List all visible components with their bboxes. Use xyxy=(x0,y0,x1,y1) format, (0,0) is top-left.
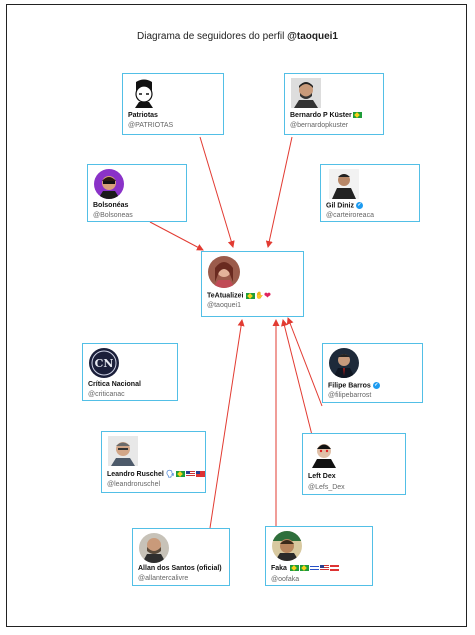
verified-badge-icon: ✓ xyxy=(372,382,380,389)
brazil-flag-icon xyxy=(289,565,299,572)
diagram-title: Diagrama de seguidores do perfil @taoque… xyxy=(0,31,475,42)
avatar-diniz xyxy=(329,169,359,199)
name-barros-text: Filipe Barros xyxy=(328,382,371,390)
card-ruschel[interactable]: Leandro Ruschel 🗣 @leandroruschel xyxy=(101,431,206,493)
brazil-flag-icon xyxy=(175,471,185,477)
handle-barros: @filipebarrost xyxy=(328,392,372,399)
arrow-allan xyxy=(209,319,245,529)
name-kuster: Bernardo P Küster xyxy=(290,112,362,119)
card-barros[interactable]: Filipe Barros✓ @filipebarrost xyxy=(322,343,423,403)
name-patriotas: Patriotas xyxy=(128,112,158,119)
card-allan[interactable]: Allan dos Santos (oficial) @allantercali… xyxy=(132,528,230,586)
name-barros: Filipe Barros✓ xyxy=(328,382,380,389)
handle-teatualizei: @taoquei1 xyxy=(207,302,241,309)
card-center-teatualizei[interactable]: TeAtualizei ✋❤ @taoquei1 xyxy=(201,251,304,317)
handle-allan: @allantercalivre xyxy=(138,575,189,582)
title-handle: @taoquei1 xyxy=(287,31,338,42)
brazil-flag-icon xyxy=(299,565,309,572)
avatar-teatualizei xyxy=(208,256,240,288)
name-leftdex: Left Dex xyxy=(308,473,336,480)
svg-text:CN: CN xyxy=(95,357,114,370)
taiwan-flag-icon xyxy=(195,471,205,477)
brazil-flag-icon xyxy=(352,112,362,119)
name-critica: Crítica Nacional xyxy=(88,381,141,388)
card-leftdex[interactable]: Left Dex @Lefs_Dex xyxy=(302,433,406,495)
handle-kuster: @bernardopkuster xyxy=(290,122,349,129)
usa-flag-icon xyxy=(185,471,195,477)
hand-emoji-icon: ✋ xyxy=(255,292,265,300)
arrow-patriotas xyxy=(199,136,235,248)
name-faka: Faka xyxy=(271,565,339,572)
card-faka[interactable]: Faka @oofaka xyxy=(265,526,373,586)
handle-ruschel: @leandroruschel xyxy=(107,481,161,488)
handle-leftdex: @Lefs_Dex xyxy=(308,484,345,491)
israel-flag-icon xyxy=(309,565,319,572)
name-ruschel: Leandro Ruschel 🗣 xyxy=(107,470,205,478)
card-bolsoneas[interactable]: Bolsonéas @Bolsoneas xyxy=(87,164,187,222)
avatar-leftdex xyxy=(309,438,339,468)
name-diniz-text: Gil Diniz xyxy=(326,202,354,210)
name-faka-text: Faka xyxy=(271,565,287,572)
title-prefix: Diagrama de seguidores do perfil xyxy=(137,31,288,42)
card-kuster[interactable]: Bernardo P Küster @bernardopkuster xyxy=(284,73,384,135)
name-diniz: Gil Diniz✓ xyxy=(326,202,363,209)
avatar-bolsoneas xyxy=(94,169,124,199)
card-patriotas[interactable]: Patriotas @PATRIOTAS xyxy=(122,73,224,135)
heart-icon: ❤ xyxy=(264,291,271,300)
avatar-kuster xyxy=(291,78,321,108)
avatar-critica: CN xyxy=(89,348,119,378)
verified-badge-icon: ✓ xyxy=(356,202,363,209)
arrow-leftdex xyxy=(281,319,318,456)
avatar-faka xyxy=(272,531,302,561)
bolsonaro-caricature-icon xyxy=(129,78,159,108)
card-diniz[interactable]: Gil Diniz✓ @carteiroreaca xyxy=(320,164,420,222)
usa-flag-icon xyxy=(319,565,329,572)
lebanon-flag-icon xyxy=(329,565,339,572)
name-kuster-text: Bernardo P Küster xyxy=(290,112,352,119)
arrow-bolsoneas xyxy=(149,221,204,251)
handle-critica: @criticanac xyxy=(88,391,125,398)
name-teatualizei-text: TeAtualizei xyxy=(207,292,244,300)
name-ruschel-text: Leandro Ruschel xyxy=(107,470,164,478)
avatar-patriotas xyxy=(129,78,159,108)
arrow-barros xyxy=(286,317,323,407)
speaker-emoji-icon: 🗣 xyxy=(165,471,175,478)
name-allan: Allan dos Santos (oficial) xyxy=(138,565,222,572)
handle-patriotas: @PATRIOTAS xyxy=(128,122,174,129)
handle-faka: @oofaka xyxy=(271,576,300,583)
avatar-ruschel xyxy=(108,436,138,466)
avatar-barros xyxy=(329,348,359,378)
brazil-flag-icon xyxy=(246,292,256,299)
name-teatualizei: TeAtualizei ✋❤ xyxy=(207,291,271,300)
card-critica[interactable]: CN Crítica Nacional @criticanac xyxy=(82,343,178,401)
avatar-allan xyxy=(139,533,169,563)
handle-bolsoneas: @Bolsoneas xyxy=(93,212,133,219)
arrow-kuster xyxy=(265,136,293,248)
handle-diniz: @carteiroreaca xyxy=(326,212,374,219)
name-bolsoneas: Bolsonéas xyxy=(93,202,129,209)
